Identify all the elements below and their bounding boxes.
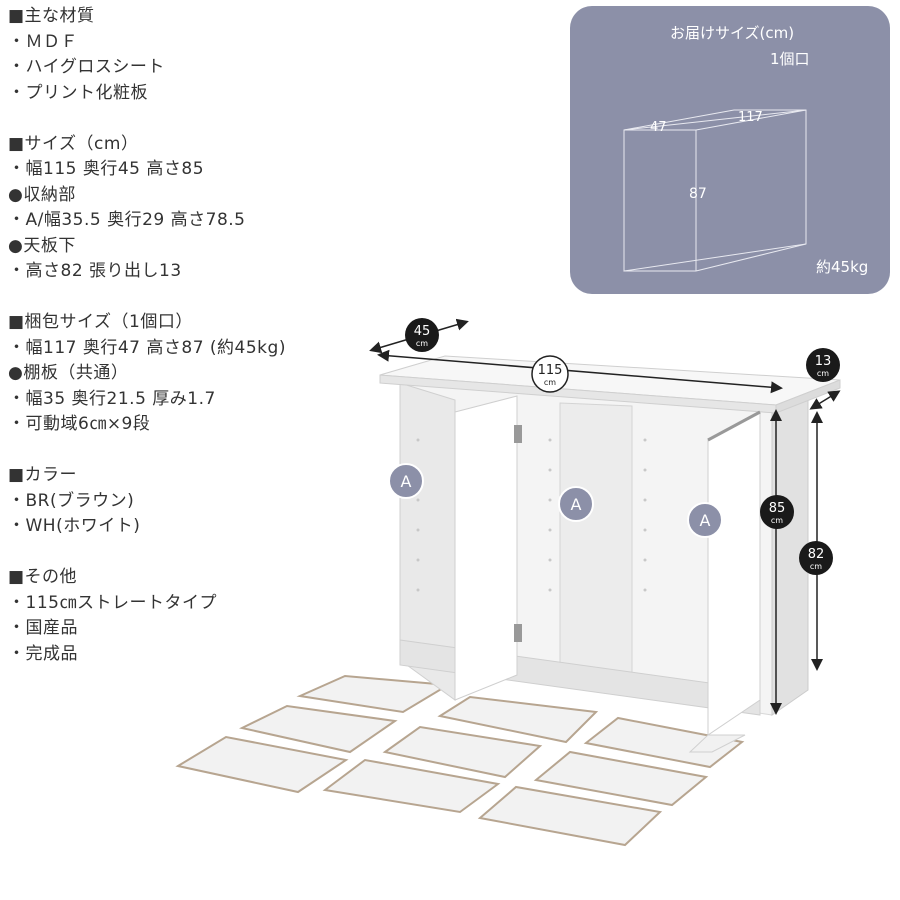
spec-list: ■主な材質 ・ＭＤＦ ・ハイグロスシート ・プリント化粧板 ■サイズ（cm） ・… — [8, 4, 348, 667]
box-edge — [623, 109, 807, 131]
materials-header: ■主な材質 — [8, 6, 95, 26]
door-handle — [707, 410, 761, 442]
size-line: ・幅115 奥行45 高さ85 — [8, 159, 205, 179]
shelf-pin-holes — [416, 438, 647, 592]
package-size-panel: お届けサイズ(cm) 1個口 47 117 87 約45kg — [570, 6, 890, 294]
badge-width: 115 cm — [531, 355, 569, 393]
package-height: 87 — [689, 186, 707, 202]
color-item: ・WH(ホワイト) — [8, 516, 141, 536]
shelf-board — [437, 695, 599, 744]
compartment-label: A — [687, 502, 723, 538]
package-header: ■梱包サイズ（1個口） — [8, 312, 193, 332]
cabinet-body — [379, 355, 841, 716]
compartment-label-text: A — [700, 511, 711, 530]
shelf-board — [533, 750, 709, 807]
dimension-lines — [369, 318, 841, 715]
shelf-board — [382, 725, 543, 779]
badge-depth: 45 cm — [405, 318, 439, 352]
badge-width-unit: cm — [544, 378, 556, 387]
material-item: ・プリント化粧板 — [8, 82, 148, 103]
shelf-line: ・可動域6㎝×9段 — [8, 414, 151, 434]
package-width: 117 — [738, 110, 763, 125]
compartment-label-text: A — [571, 495, 582, 514]
right-door — [707, 411, 761, 736]
badge-under-top-value: 82 — [808, 547, 825, 562]
color-header: ■カラー — [8, 465, 78, 485]
package-box-drawing — [623, 109, 807, 272]
shelf-board — [477, 785, 663, 847]
cabinet-partition — [559, 402, 633, 681]
color-item: ・BR(ブラウン) — [8, 490, 135, 511]
badge-width-value: 115 — [538, 363, 563, 378]
cabinet-doors — [454, 395, 761, 753]
left-door — [454, 395, 518, 701]
badge-overhang-value: 13 — [815, 354, 832, 369]
size-header: ■サイズ（cm） — [8, 133, 139, 154]
other-header: ■その他 — [8, 567, 78, 587]
other-item: ・国産品 — [8, 618, 78, 638]
package-line: ・幅117 奥行47 高さ87 (約45kg) — [8, 337, 286, 358]
package-count: 1個口 — [770, 50, 810, 68]
shelf-board — [322, 758, 501, 814]
shelf-board — [296, 674, 452, 714]
box-edge — [695, 243, 807, 272]
hinge — [514, 425, 522, 443]
badge-under-top-unit: cm — [810, 562, 822, 571]
badge-depth-value: 45 — [414, 324, 431, 339]
badge-overhang: 13 cm — [806, 348, 840, 382]
hinge — [514, 624, 522, 642]
other-item: ・115㎝ストレートタイプ — [8, 592, 217, 613]
compartment-label: A — [558, 486, 594, 522]
shelf-header: ●棚板（共通） — [8, 363, 129, 383]
package-title: お届けサイズ(cm) — [670, 24, 795, 42]
material-item: ・ＭＤＦ — [8, 31, 78, 52]
shelf-boards — [175, 674, 745, 847]
badge-height-unit: cm — [771, 516, 783, 525]
package-depth: 47 — [650, 120, 667, 135]
top-header: ●天板下 — [8, 235, 76, 256]
badge-height-value: 85 — [769, 501, 786, 516]
storage-line: ・A/幅35.5 奥行29 高さ78.5 — [8, 210, 246, 230]
width-arrow — [377, 349, 783, 394]
compartment-label: A — [388, 463, 424, 499]
shelf-board — [583, 716, 745, 769]
compartment-label-text: A — [401, 472, 412, 491]
badge-under-top: 82 cm — [799, 541, 833, 575]
other-item: ・完成品 — [8, 643, 78, 664]
storage-header: ●収納部 — [8, 184, 76, 205]
badge-height: 85 cm — [760, 495, 794, 529]
top-line: ・高さ82 張り出し13 — [8, 261, 182, 281]
package-weight: 約45kg — [816, 258, 869, 276]
badge-overhang-unit: cm — [817, 369, 829, 378]
shelf-board — [238, 704, 398, 754]
shelf-line: ・幅35 奥行21.5 厚み1.7 — [8, 388, 216, 409]
badge-depth-unit: cm — [416, 339, 428, 348]
door-base-board — [688, 734, 746, 753]
material-item: ・ハイグロスシート — [8, 57, 165, 77]
shelf-board — [175, 735, 349, 794]
overhang-arrow — [809, 390, 841, 410]
